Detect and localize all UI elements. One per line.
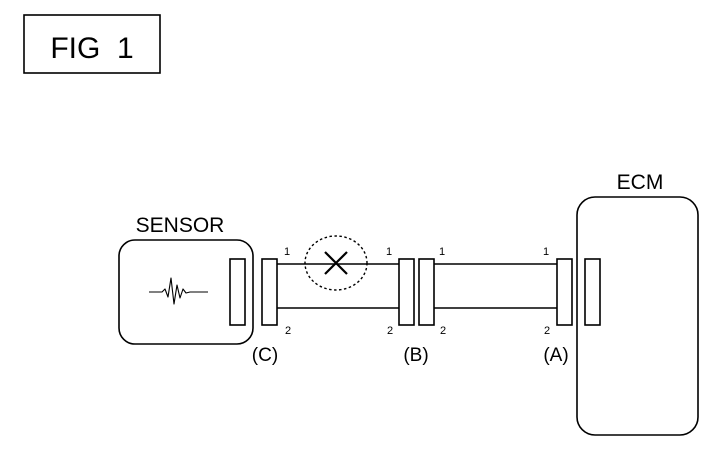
connector-b-left-pin-2: 2 xyxy=(387,325,393,337)
connector-b: (B) 1 2 1 2 xyxy=(386,246,446,366)
connector-c-pin-1: 1 xyxy=(284,246,290,258)
connector-a-body xyxy=(556,258,573,326)
fault-circle xyxy=(304,235,368,291)
connector-a-pin-2: 2 xyxy=(544,325,550,337)
connector-c-pin-2: 2 xyxy=(285,325,291,337)
connector-b-right-pin-1: 1 xyxy=(439,246,445,258)
connector-a: (A) 1 2 xyxy=(543,246,573,366)
ecm-unit: ECM xyxy=(576,171,699,436)
connector-b-right-pin-2: 2 xyxy=(440,325,446,337)
sensor-label: SENSOR xyxy=(136,214,225,237)
waveform-icon xyxy=(149,277,208,305)
connector-c-label: (C) xyxy=(252,345,278,366)
ecm-box xyxy=(576,196,699,436)
break-x-icon-stroke xyxy=(324,251,348,275)
figure-title: FIG 1 xyxy=(50,32,133,65)
sensor-box xyxy=(118,239,254,345)
connector-b-left-pin-1: 1 xyxy=(386,246,392,258)
ecm-label: ECM xyxy=(617,171,664,194)
sensor-unit: SENSOR xyxy=(118,214,254,345)
connector-c: (C) 1 2 xyxy=(252,246,291,366)
connector-c-body xyxy=(261,258,278,326)
sensor-connector xyxy=(229,258,246,326)
wire-harness xyxy=(277,263,557,309)
connector-a-pin-1: 1 xyxy=(543,246,549,258)
connector-b-left-body xyxy=(398,258,415,326)
connector-b-right-body xyxy=(418,258,435,326)
figure-title-box: FIG 1 xyxy=(23,14,161,74)
connector-a-label: (A) xyxy=(543,345,568,366)
connector-b-label: (B) xyxy=(403,345,428,366)
ecm-connector xyxy=(584,258,601,326)
open-circuit-marker xyxy=(304,235,368,291)
